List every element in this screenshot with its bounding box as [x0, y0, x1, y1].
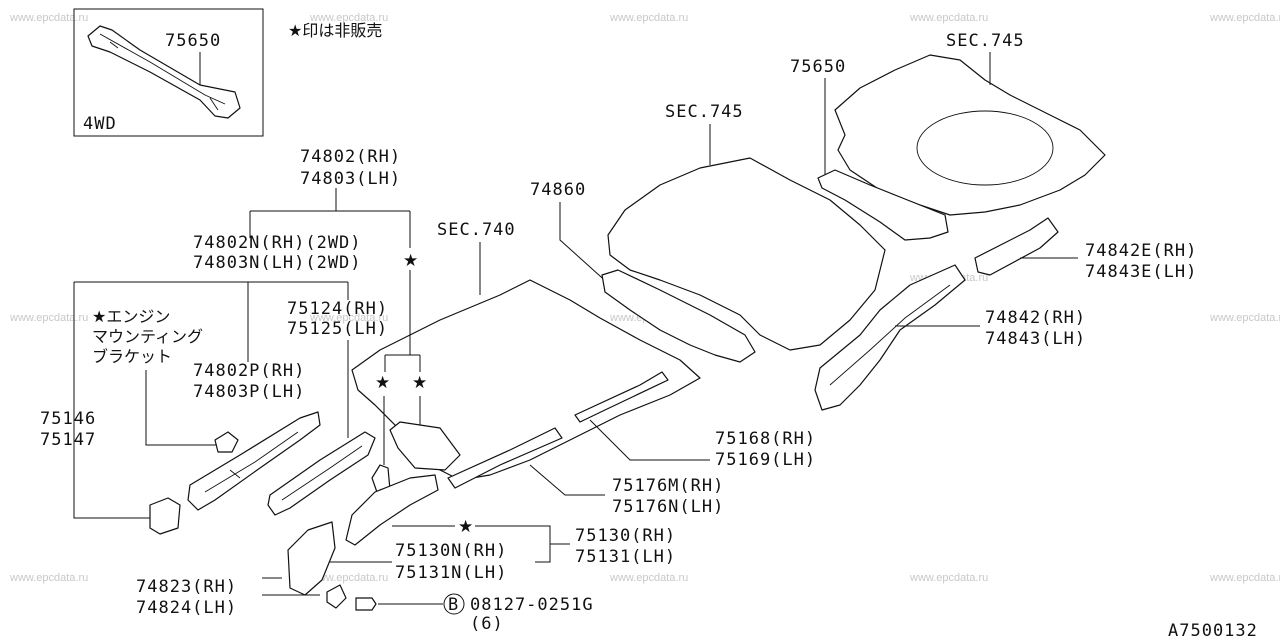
label-sec740: SEC.740 — [437, 220, 516, 240]
label-bolt-qty: (6) — [470, 614, 504, 634]
label-75146: 75146 — [40, 409, 96, 429]
star-marker: ★ — [403, 251, 418, 271]
leader — [383, 396, 421, 465]
watermark: www.epcdata.ru — [909, 572, 988, 584]
side-member-detail — [204, 431, 299, 493]
inset-part-number: 75650 — [165, 31, 221, 51]
outrigger-75130n — [345, 474, 439, 546]
label-74842: 74842(RH) — [985, 308, 1086, 328]
member-75168 — [574, 371, 669, 423]
label-75131n: 75131N(LH) — [395, 563, 507, 583]
watermark: www.epcdata.ru — [9, 12, 88, 24]
label-75650: 75650 — [790, 57, 846, 77]
bracket-75146 — [149, 497, 181, 535]
label-74802n: 74802N(RH)(2WD) — [193, 233, 362, 253]
label-74843: 74843(LH) — [985, 329, 1086, 349]
gusset-74823 — [287, 521, 336, 596]
star-marker: ★ — [458, 517, 473, 537]
label-74803: 74803(LH) — [300, 169, 401, 189]
inset-crossmember-detail — [99, 33, 226, 111]
bracket-star-2 — [389, 421, 461, 471]
label-74823: 74823(RH) — [136, 577, 237, 597]
label-75147: 75147 — [40, 430, 96, 450]
label-75130n: 75130N(RH) — [395, 541, 507, 561]
star-leader — [384, 270, 421, 372]
left-members — [149, 411, 461, 611]
leader — [262, 577, 320, 596]
inset-4wd: 75650 4WD — [73, 8, 264, 137]
leader — [559, 202, 611, 286]
label-75168: 75168(RH) — [715, 429, 816, 449]
rear-crossmember-75650 — [817, 169, 949, 241]
label-74824: 74824(LH) — [136, 598, 237, 618]
label-75169: 75169(LH) — [715, 450, 816, 470]
small-bracket — [326, 584, 347, 609]
watermark: www.epcdata.ru — [309, 312, 388, 324]
label-75176n: 75176N(LH) — [612, 497, 724, 517]
side-member-74842-detail — [829, 284, 951, 386]
label-sec745-mid: SEC.745 — [665, 102, 744, 122]
label-74803p: 74803P(LH) — [193, 382, 305, 402]
bracket-leader — [249, 188, 411, 248]
watermark: www.epcdata.ru — [609, 12, 688, 24]
bolt-symbol: B — [448, 595, 459, 615]
label-75130: 75130(RH) — [575, 526, 676, 546]
watermark: www.epcdata.ru — [1209, 12, 1280, 24]
watermark: www.epcdata.ru — [309, 12, 388, 24]
label-74843e: 74843E(LH) — [1085, 262, 1197, 282]
label-75131: 75131(LH) — [575, 547, 676, 567]
bolt-circle — [443, 593, 465, 615]
watermark: www.epcdata.ru — [9, 572, 88, 584]
label-75124: 75124(RH) — [287, 299, 388, 319]
leader — [145, 370, 220, 446]
watermark: www.epcdata.ru — [1209, 312, 1280, 324]
bolt-icon — [355, 597, 377, 611]
side-member-74802p — [187, 411, 321, 511]
label-engine-mount-1: ★エンジン — [92, 307, 170, 326]
label-bolt: 08127-0251G — [470, 595, 594, 615]
extension-74842e — [974, 217, 1059, 276]
non-sale-legend: ★印は非販売 — [288, 21, 382, 40]
lower-labels: 75168(RH) 75169(LH) 75176M(RH) 75176N(LH… — [136, 419, 816, 634]
inset-frame — [73, 8, 264, 137]
engine-mount-bracket — [214, 431, 239, 453]
label-74802: 74802(RH) — [300, 147, 401, 167]
watermark: www.epcdata.ru — [9, 312, 88, 324]
label-sec745-top: SEC.745 — [946, 31, 1025, 51]
upper-left-labels: 74802(RH) 74803(LH) 74802N(RH)(2WD) 7480… — [40, 147, 427, 519]
label-74860: 74860 — [530, 180, 586, 200]
side-member-75124-detail — [281, 445, 363, 501]
diagram-id: A7500132 — [1168, 621, 1258, 640]
spare-tire-well — [916, 110, 1054, 186]
rear-floor-panel — [834, 54, 1106, 216]
label-engine-mount-3: ブラケット — [92, 347, 172, 366]
watermark: www.epcdata.ru — [1209, 572, 1280, 584]
bracket-leader — [73, 281, 349, 519]
rear-floor-upper: SEC.745 75650 — [790, 31, 1106, 241]
inset-variant: 4WD — [83, 114, 117, 134]
watermark: www.epcdata.ru — [909, 12, 988, 24]
right-members: 74842E(RH) 74843E(LH) 74842(RH) 74843(LH… — [814, 217, 1197, 411]
rear-floor-front: SEC.745 74860 — [530, 102, 886, 363]
star-marker: ★ — [412, 373, 427, 393]
label-75176m: 75176M(RH) — [612, 476, 724, 496]
star-marker: ★ — [375, 373, 390, 393]
label-74802p: 74802P(RH) — [193, 361, 305, 381]
watermark: www.epcdata.ru — [309, 572, 388, 584]
leader — [589, 419, 710, 461]
label-engine-mount-2: マウンティング — [92, 327, 203, 346]
crossmember-74860 — [601, 269, 756, 363]
label-74842e: 74842E(RH) — [1085, 241, 1197, 261]
member-75176 — [447, 427, 563, 489]
label-74803n: 74803N(LH)(2WD) — [193, 253, 362, 273]
label-75125: 75125(LH) — [287, 319, 388, 339]
rear-floor-front-panel — [607, 157, 886, 351]
leader — [529, 464, 605, 496]
watermark: www.epcdata.ru — [609, 572, 688, 584]
